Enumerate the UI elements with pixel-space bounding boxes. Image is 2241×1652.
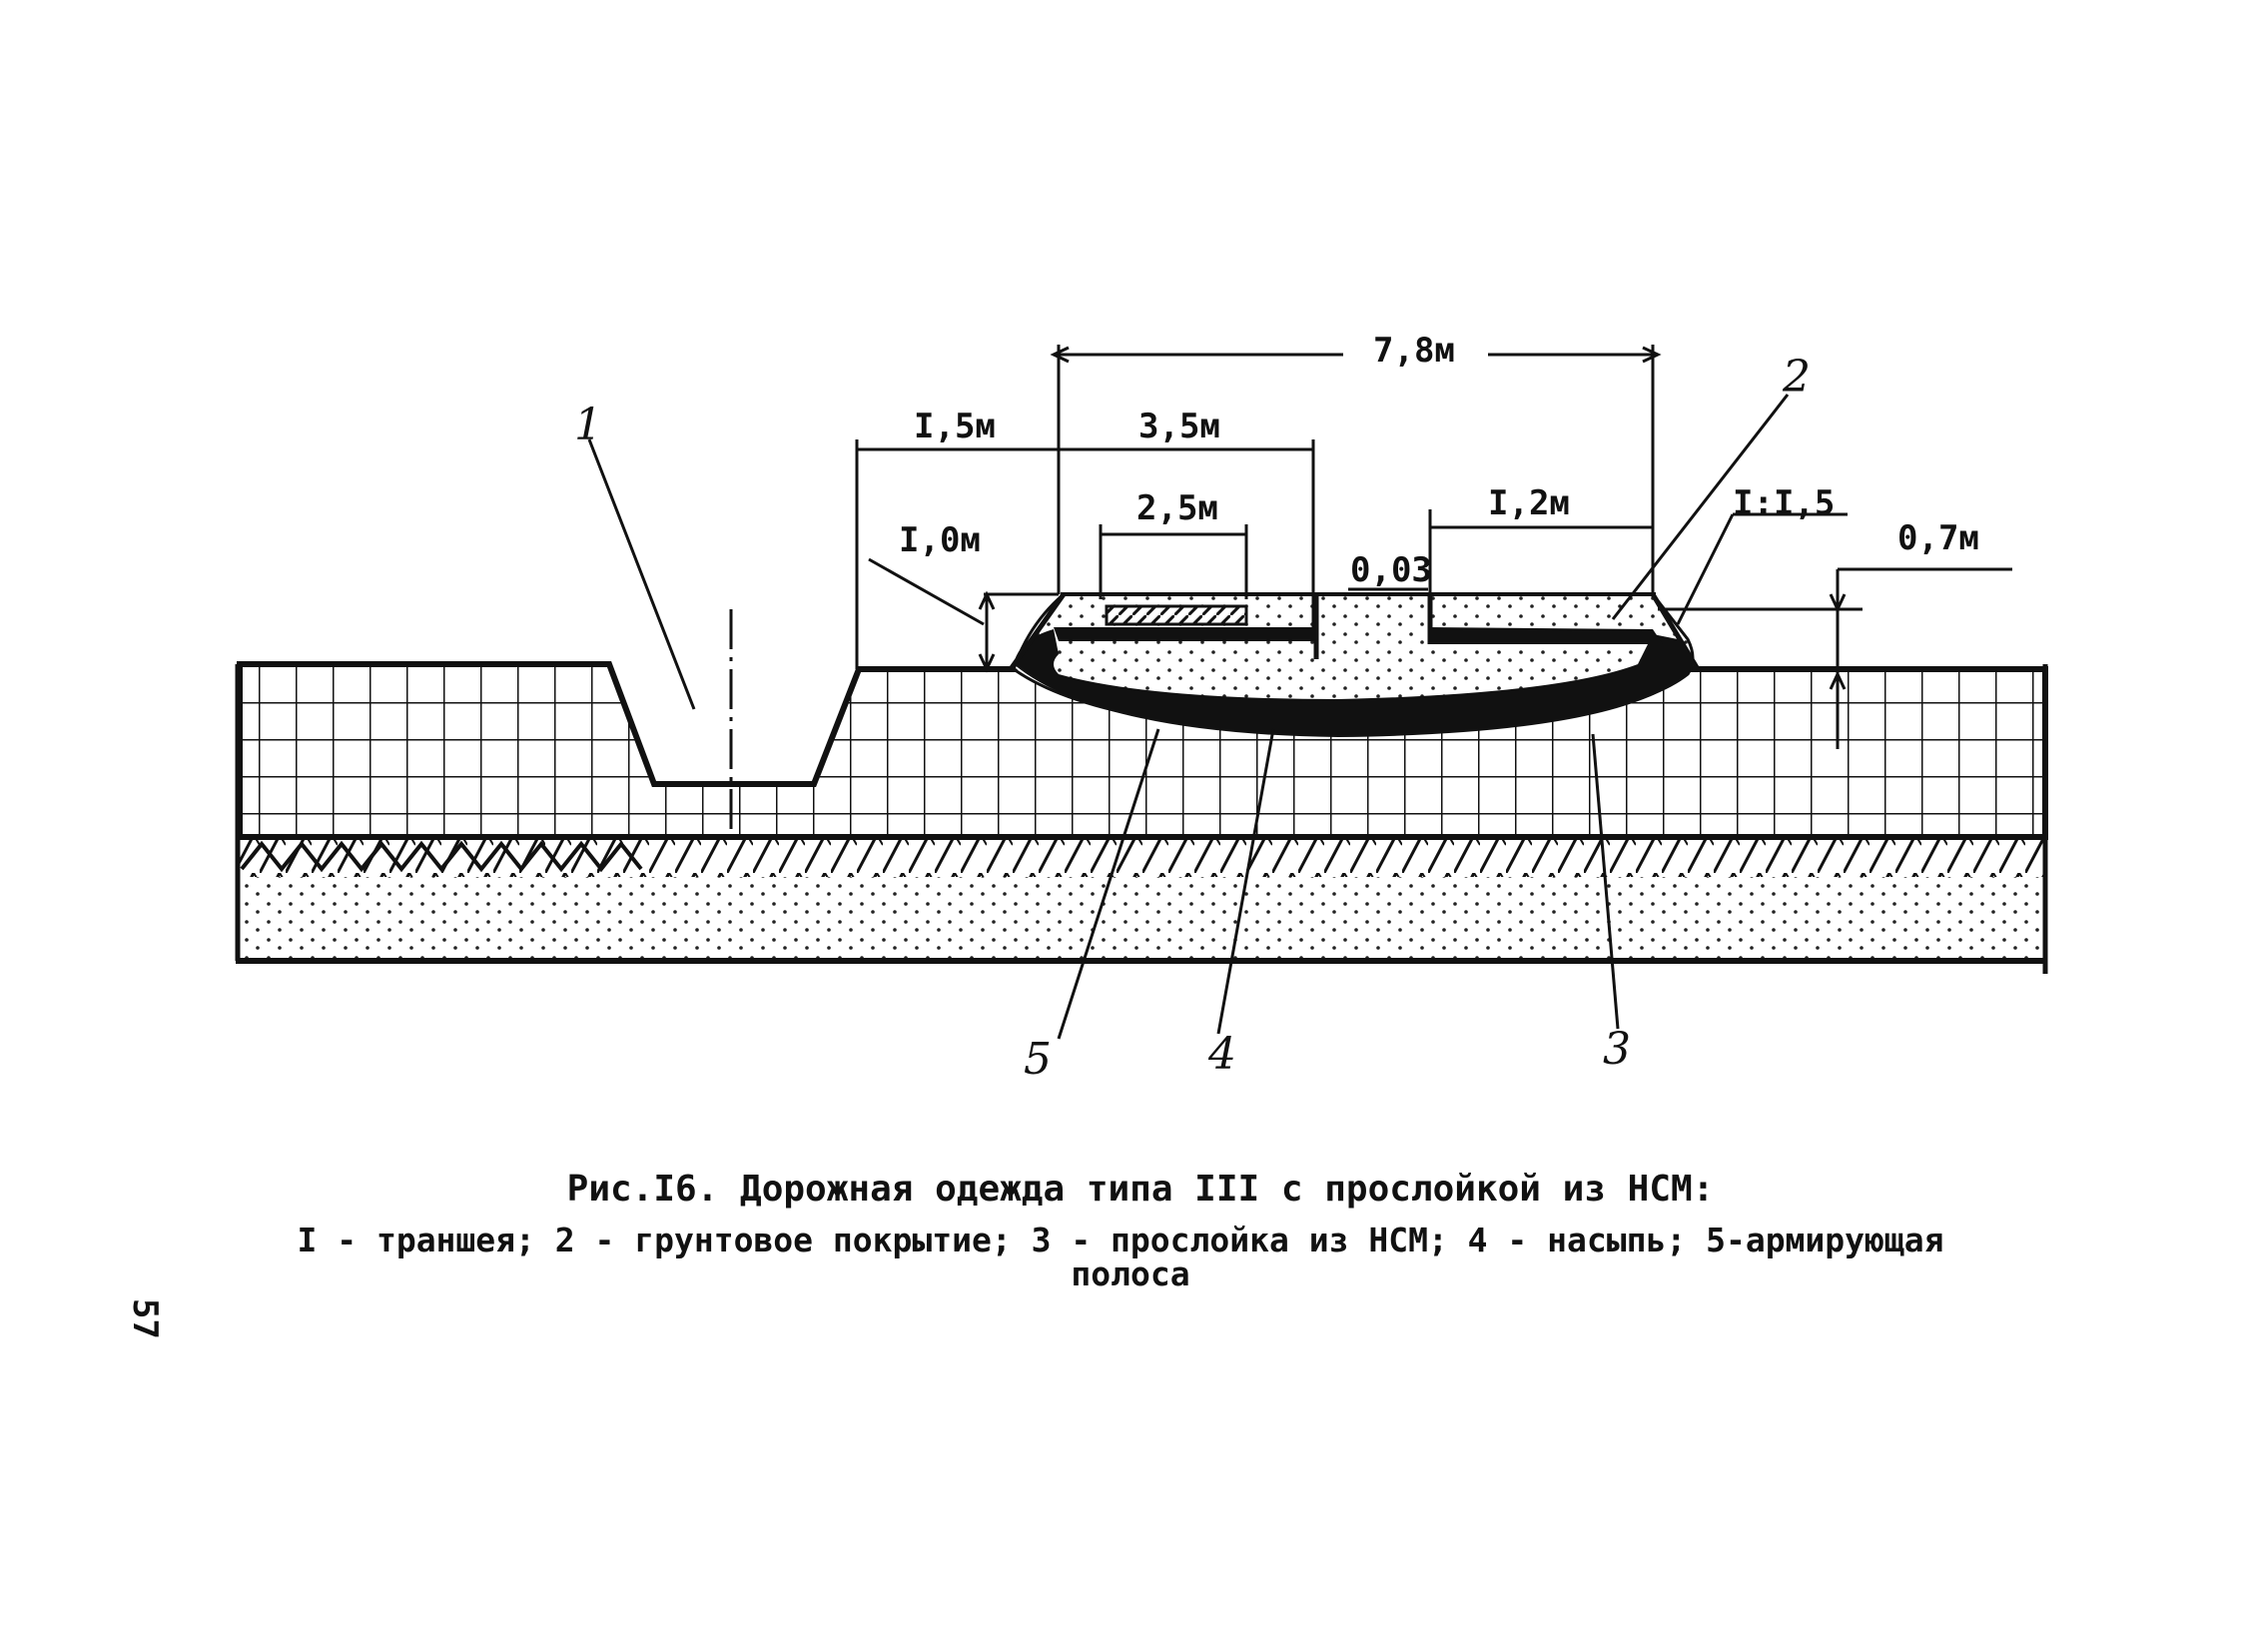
reinforcing-strip: [1105, 604, 1248, 626]
callout-1: 1: [574, 400, 602, 450]
dim-slope: I:I,5: [1733, 483, 1835, 523]
callout-4: 4: [1207, 1029, 1236, 1080]
dim-total-width: 7,8м: [1373, 331, 1455, 371]
caption-title: Рис.I6. Дорожная одежда типа III с просл…: [566, 1169, 1715, 1210]
zigzag-boundary: [240, 840, 643, 873]
caption-legend-continued: полоса: [1071, 1254, 1190, 1293]
callout-leaders: [587, 394, 1790, 1040]
callout-5: 5: [1024, 1034, 1052, 1085]
dim-height-right: 0,7м: [1897, 518, 1979, 558]
dim-shoulder: I,5м: [914, 407, 996, 446]
page-number: 57: [125, 1298, 165, 1339]
callout-2: 2: [1782, 352, 1811, 403]
dim-carriageway: 3,5м: [1138, 407, 1220, 446]
dimension-lines: [855, 345, 2012, 749]
figure-caption: Рис.I6. Дорожная одежда типа III с просл…: [0, 1169, 2241, 1291]
dim-right-shoulder: I,2м: [1488, 483, 1570, 523]
pavement-band-left: [1054, 627, 1316, 641]
caption-legend: I - траншея; 2 - грунтовое покрытие; 3 -…: [297, 1221, 1944, 1259]
dim-layer: 0,03: [1350, 550, 1432, 590]
geotextile-interlayer: [1014, 629, 1692, 737]
dim-strip: 2,5м: [1136, 488, 1218, 528]
sand-layer: [238, 864, 2045, 961]
left-slope: [1008, 592, 1067, 671]
callout-3: 3: [1603, 1024, 1631, 1075]
pavement-band-right: [1430, 627, 1663, 644]
right-slope: [1650, 592, 1701, 671]
dim-height-left: I,0м: [899, 520, 981, 560]
hatched-layer: [238, 837, 2045, 877]
